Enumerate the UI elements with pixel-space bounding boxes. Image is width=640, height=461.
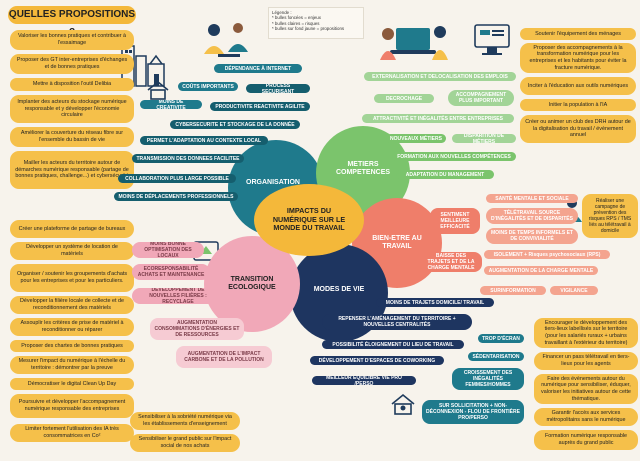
proposal-box: Réaliser une campagne de prévention des … [582, 194, 638, 238]
metiers-item: DISPARITION DE MÉTIERS [452, 134, 516, 143]
transition-item: AUGMENTATION DE L'IMPACT CARBONE ET DE L… [176, 346, 272, 368]
proposal-box: Faire des évènements autour du numérique… [534, 374, 638, 404]
modes-item: REPENSER L'AMÉNAGEMENT DU TERRITOIRE + N… [322, 314, 472, 330]
proposal-box: Démocratiser le digital Clean Up Day [10, 378, 134, 390]
metiers-item: EXTERNALISATION ET DELOCALISATION DES EM… [364, 72, 516, 81]
proposal-box: Formation numérique responsable auprès d… [534, 430, 638, 450]
proposal-box: Limiter fortement l'utilisation des IA t… [10, 424, 134, 442]
page-title: QUELLES PROPOSITIONS ? [8, 6, 136, 38]
transition-item: ECORESPONSABILITÉ ACHATS ET MAINTENANCE [132, 264, 210, 280]
branch-bienetre-label: BIEN-ETRE AU TRAVAIL [372, 235, 422, 250]
proposal-box: Mesurer l'impact du numérique à l'échell… [10, 356, 134, 374]
modes-item: MOINS DE TRAJETS DOMICILE/ TRAVAIL [376, 298, 494, 307]
home-office-icon [391, 393, 415, 415]
org-item: COÛTS IMPORTANTS [178, 82, 238, 91]
org-item: PRODUCTIVITE REACTIVITE AGILITE [210, 102, 310, 111]
org-item: CYBERSECURITE ET STOCKAGE DE LA DONNÉE [170, 120, 300, 129]
proposal-box: Assouplir les critères de prise de matér… [10, 318, 134, 336]
proposal-box: Créer une plateforme de partage de burea… [10, 220, 134, 238]
metiers-item: NOUVEAUX MÉTIERS [386, 134, 446, 143]
proposal-box: Garantir l'accès aux services métropolit… [534, 408, 638, 426]
metiers-item: ATTRACTIVITÉ ET INÉGALITÉS ENTRE ENTREPR… [362, 114, 514, 123]
proposal-box: Sensibiliser à la sobriété numérique via… [130, 412, 240, 430]
proposal-box: Mettre à disposition l'outil Delibia [10, 78, 134, 91]
org-item: MOINS DE DÉPLACEMENTS PROFESSIONNELS [114, 192, 238, 201]
bienetre-item: MOINS DE TEMPS INFORMELS ET DE CONVIVIAL… [486, 228, 578, 244]
proposal-box: Améliorer la couverture du réseau fibre … [10, 127, 134, 147]
proposal-box: Poursuivre et développer l'accompagnemen… [10, 394, 134, 418]
modes-item: SUR SOLLICITATION + NON-DÉCONNEXION - FL… [422, 400, 524, 424]
bienetre-item: ISOLEMENT + Risques psychosociaux (RPS) [484, 250, 610, 259]
modes-item: TROP D'ÉCRAN [478, 334, 524, 343]
proposal-box: Encourager le développement des tiers-li… [534, 318, 638, 348]
modes-item: DÉVELOPPEMENT D'ESPACES DE COWORKING [310, 356, 444, 365]
org-item: PERMET L'ADAPTATION AU CONTEXTE LOCAL [140, 136, 268, 145]
bienetre-item: SANTÉ MENTALE ET SOCIALE [486, 194, 578, 203]
org-item: MOINS DE CREATIVITE [140, 100, 202, 109]
monitor-icon [474, 24, 510, 55]
bienetre-item: AUGMENTATION DE LA CHARGE MENTALE [484, 266, 598, 275]
legend-item: * bulles claires = risques [272, 20, 320, 26]
people-working-icon [204, 23, 248, 57]
branch-transition-label: TRANSITION ECOLOGIQUE [228, 276, 276, 291]
modes-item: CROISSEMENT DES INÉGALITÉS FEMMES/HOMMES [452, 368, 524, 390]
proposal-box: Proposer des accompagnements à la transf… [520, 43, 636, 73]
proposal-box: Valoriser les bonnes pratiques et contri… [10, 30, 134, 50]
proposal-box: Mailler les acteurs du territoire autour… [10, 151, 134, 189]
org-item: TRANSMISSION DES DONNEES FACILITEE [132, 154, 244, 163]
org-item: COLLABORATION PLUS LARGE POSSIBLE [118, 174, 236, 183]
org-item: PROCESS SECURISANT [246, 84, 310, 93]
proposal-box: Sensibiliser le grand public sur l'impac… [130, 434, 240, 452]
house-network-icon [147, 80, 169, 100]
bienetre-item: SURINFORMATION [480, 286, 546, 295]
proposal-box: Proposer des GT inter-entreprises d'écha… [10, 54, 134, 74]
proposal-box: Initier la population à l'IA [520, 99, 636, 111]
transition-item: DÉVELOPPEMENT DE NOUVELLES FILIÈRES : RE… [132, 288, 224, 304]
proposal-box: Organiser / soutenir les groupements d'a… [10, 264, 134, 292]
transition-item: AUGMENTATION CONSOMMATIONS D'ÉNERGIES ET… [150, 318, 244, 340]
metiers-item: FORMATION AUX NOUVELLES COMPÉTENCES [392, 152, 516, 161]
legend: Légende : * bulles foncées = enjeux * bu… [268, 7, 364, 39]
metiers-item: ACCOMPAGNEMENT PLUS IMPORTANT [448, 90, 514, 106]
proposal-box: Développer un système de location de mat… [10, 242, 134, 260]
transition-item: MOINS BONNE OPTIMISATION DES LOCAUX [132, 242, 204, 258]
laptop-collaboration-icon [380, 26, 448, 60]
bienetre-item: VIGILANCE [550, 286, 598, 295]
proposal-box: Inciter à l'éducation aux outils numériq… [520, 77, 636, 95]
legend-heading: Légende : [272, 10, 292, 15]
metiers-item: ADAPTATION DU MANAGEMENT [396, 170, 494, 179]
bienetre-item: BAISSE DES TRAJETS ET DE LA CHARGE MENTA… [420, 252, 482, 272]
org-item: DÉPENDANCE À INTERNET [214, 64, 302, 73]
legend-item: * bulles sur fond jaune = propositions [272, 26, 345, 32]
proposal-box: Créer ou animer un club des DRH autour d… [520, 115, 636, 143]
proposal-box: Proposer des chartes de bonnes pratiques [10, 340, 134, 352]
center-label: IMPACTS DU NUMÉRIQUE SUR LE MONDE DU TRA… [272, 206, 346, 233]
proposal-box: Développer la filière locale de collecte… [10, 296, 134, 314]
center-node: IMPACTS DU NUMÉRIQUE SUR LE MONDE DU TRA… [254, 184, 364, 256]
modes-item: POSSIBILITÉ ÉLOIGNEMENT DU LIEU DE TRAVA… [322, 340, 464, 349]
proposal-box: Soutenir l'équipement des ménages [520, 28, 636, 40]
proposal-box: Financer un pass télétravail en tiers-li… [534, 352, 638, 370]
proposal-box: Implanter des acteurs du stockage numéri… [10, 95, 134, 123]
branch-organisation-label: ORGANISATION [246, 179, 300, 186]
branch-modes-label: MODES DE VIE [313, 286, 365, 293]
bienetre-item: TÉLÉTRAVAIL SOURCE D'INÉGALITÉS ET DE DI… [486, 208, 578, 224]
branch-metiers-label: METIERS COMPETENCES [335, 161, 391, 176]
metiers-item: DECROCHAGE [374, 94, 434, 103]
legend-item: * bulles foncées = enjeux [272, 15, 321, 21]
modes-item: MEILLEUR ÉQUILIBRE VIE PRO /PERSO [312, 376, 416, 385]
bienetre-item: SENTIMENT MEILLEURE EFFICACITÉ [430, 208, 480, 234]
modes-item: SÉDENTARISATION [468, 352, 524, 361]
